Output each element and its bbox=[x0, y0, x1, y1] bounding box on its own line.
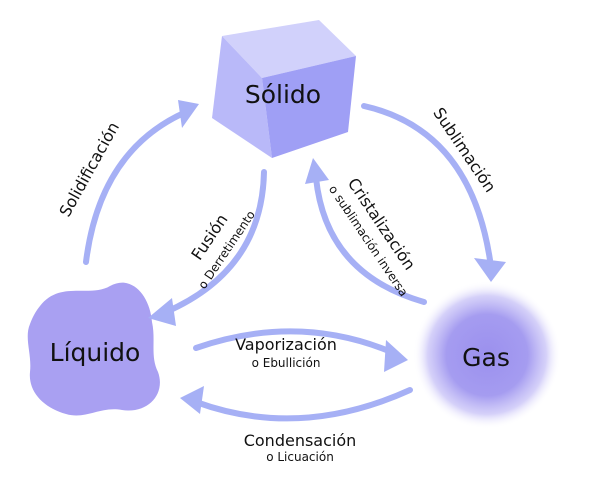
gas-cloud bbox=[413, 281, 561, 429]
vaporization-label: Vaporización bbox=[235, 335, 337, 354]
condensation-arrowhead bbox=[180, 386, 204, 414]
crystallization-arrow bbox=[313, 175, 427, 305]
gas-label: Gas bbox=[462, 343, 510, 372]
fusion-arrowhead bbox=[148, 298, 176, 326]
condensation-alt-label: o Licuación bbox=[266, 450, 334, 464]
cube-side-face bbox=[262, 56, 356, 158]
fusion-arrow bbox=[163, 169, 267, 315]
vaporization-alt-label: o Ebullición bbox=[252, 356, 321, 370]
vaporization-arrow bbox=[193, 328, 399, 357]
sublimation-arrow bbox=[361, 103, 493, 263]
solid-label: Sólido bbox=[245, 80, 321, 109]
solidification-arrowhead bbox=[178, 100, 199, 128]
solid-cube bbox=[212, 20, 356, 158]
crystallization-arrowhead bbox=[305, 158, 329, 184]
condensation-label: Condensación bbox=[244, 431, 357, 450]
cube-top-face bbox=[222, 20, 356, 78]
sublimation-arrowhead bbox=[474, 258, 506, 282]
vaporization-arrowhead bbox=[384, 340, 408, 372]
solidification-label: Solidificación bbox=[55, 119, 123, 220]
liquid-label: Líquido bbox=[50, 338, 141, 367]
condensation-arrow bbox=[193, 387, 413, 422]
solidification-arrow bbox=[83, 109, 189, 265]
cube-front-face bbox=[212, 36, 272, 158]
liquid-blob bbox=[27, 282, 160, 416]
